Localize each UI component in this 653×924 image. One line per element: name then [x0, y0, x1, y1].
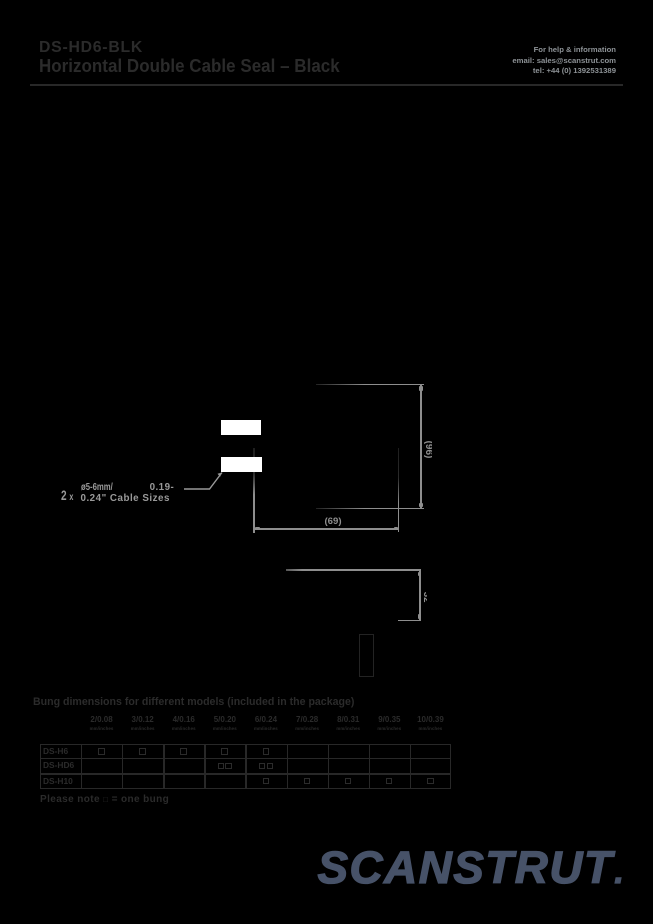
svg-text:32: 32 — [420, 592, 426, 603]
svg-text:(96): (96) — [423, 441, 432, 459]
